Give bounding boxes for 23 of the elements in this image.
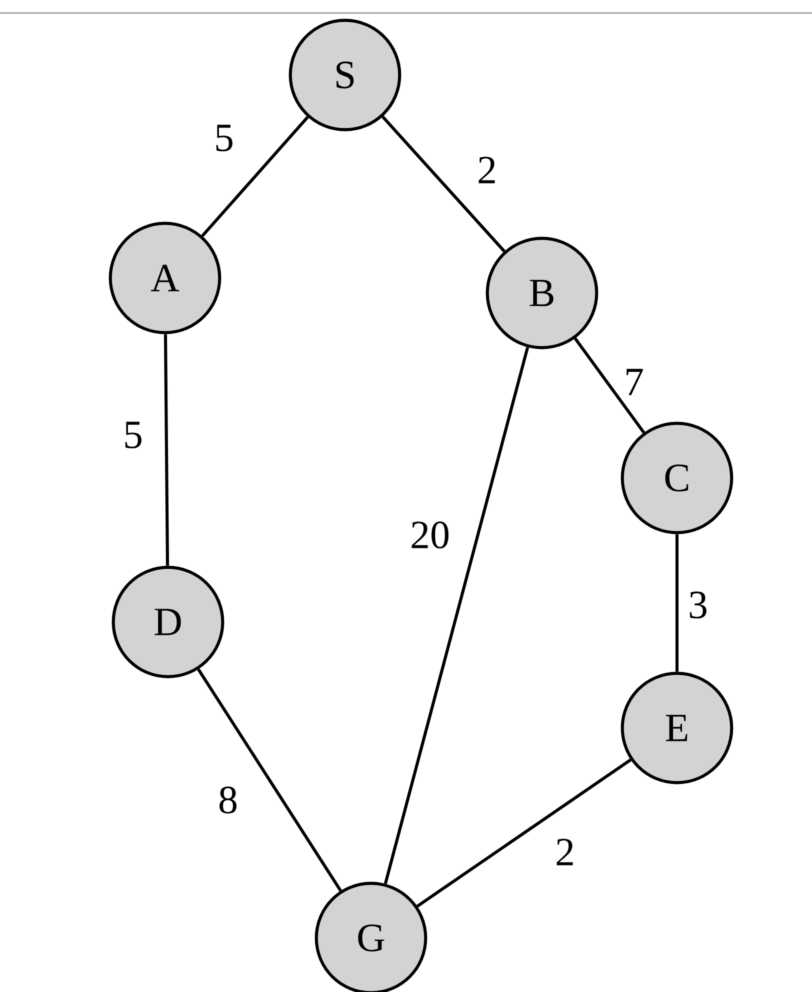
edge-line: [382, 116, 506, 252]
edge-label: 5: [122, 420, 144, 450]
edge-label: 20: [408, 520, 452, 550]
edge-label: 2: [476, 155, 498, 185]
edge-label: 8: [216, 785, 240, 815]
circle-node: S: [288, 18, 402, 132]
edge-label: 3: [686, 590, 710, 620]
edge-line: [384, 346, 530, 884]
edge-line: [201, 116, 309, 237]
edge-line: [416, 758, 632, 908]
circle-node: G: [314, 882, 428, 992]
edge-line: [164, 334, 170, 566]
edge-line: [574, 338, 646, 434]
edge-line: [675, 534, 679, 672]
circle-node: B: [486, 236, 598, 350]
circle-node: E: [620, 672, 734, 784]
circle-node: D: [112, 566, 224, 678]
edge-line: [197, 668, 342, 892]
circle-node: C: [620, 422, 734, 534]
edge-label: 5: [212, 123, 236, 153]
edge-label: 7: [622, 368, 646, 396]
circle-node: A: [108, 222, 222, 334]
edge-label: 2: [554, 837, 576, 867]
